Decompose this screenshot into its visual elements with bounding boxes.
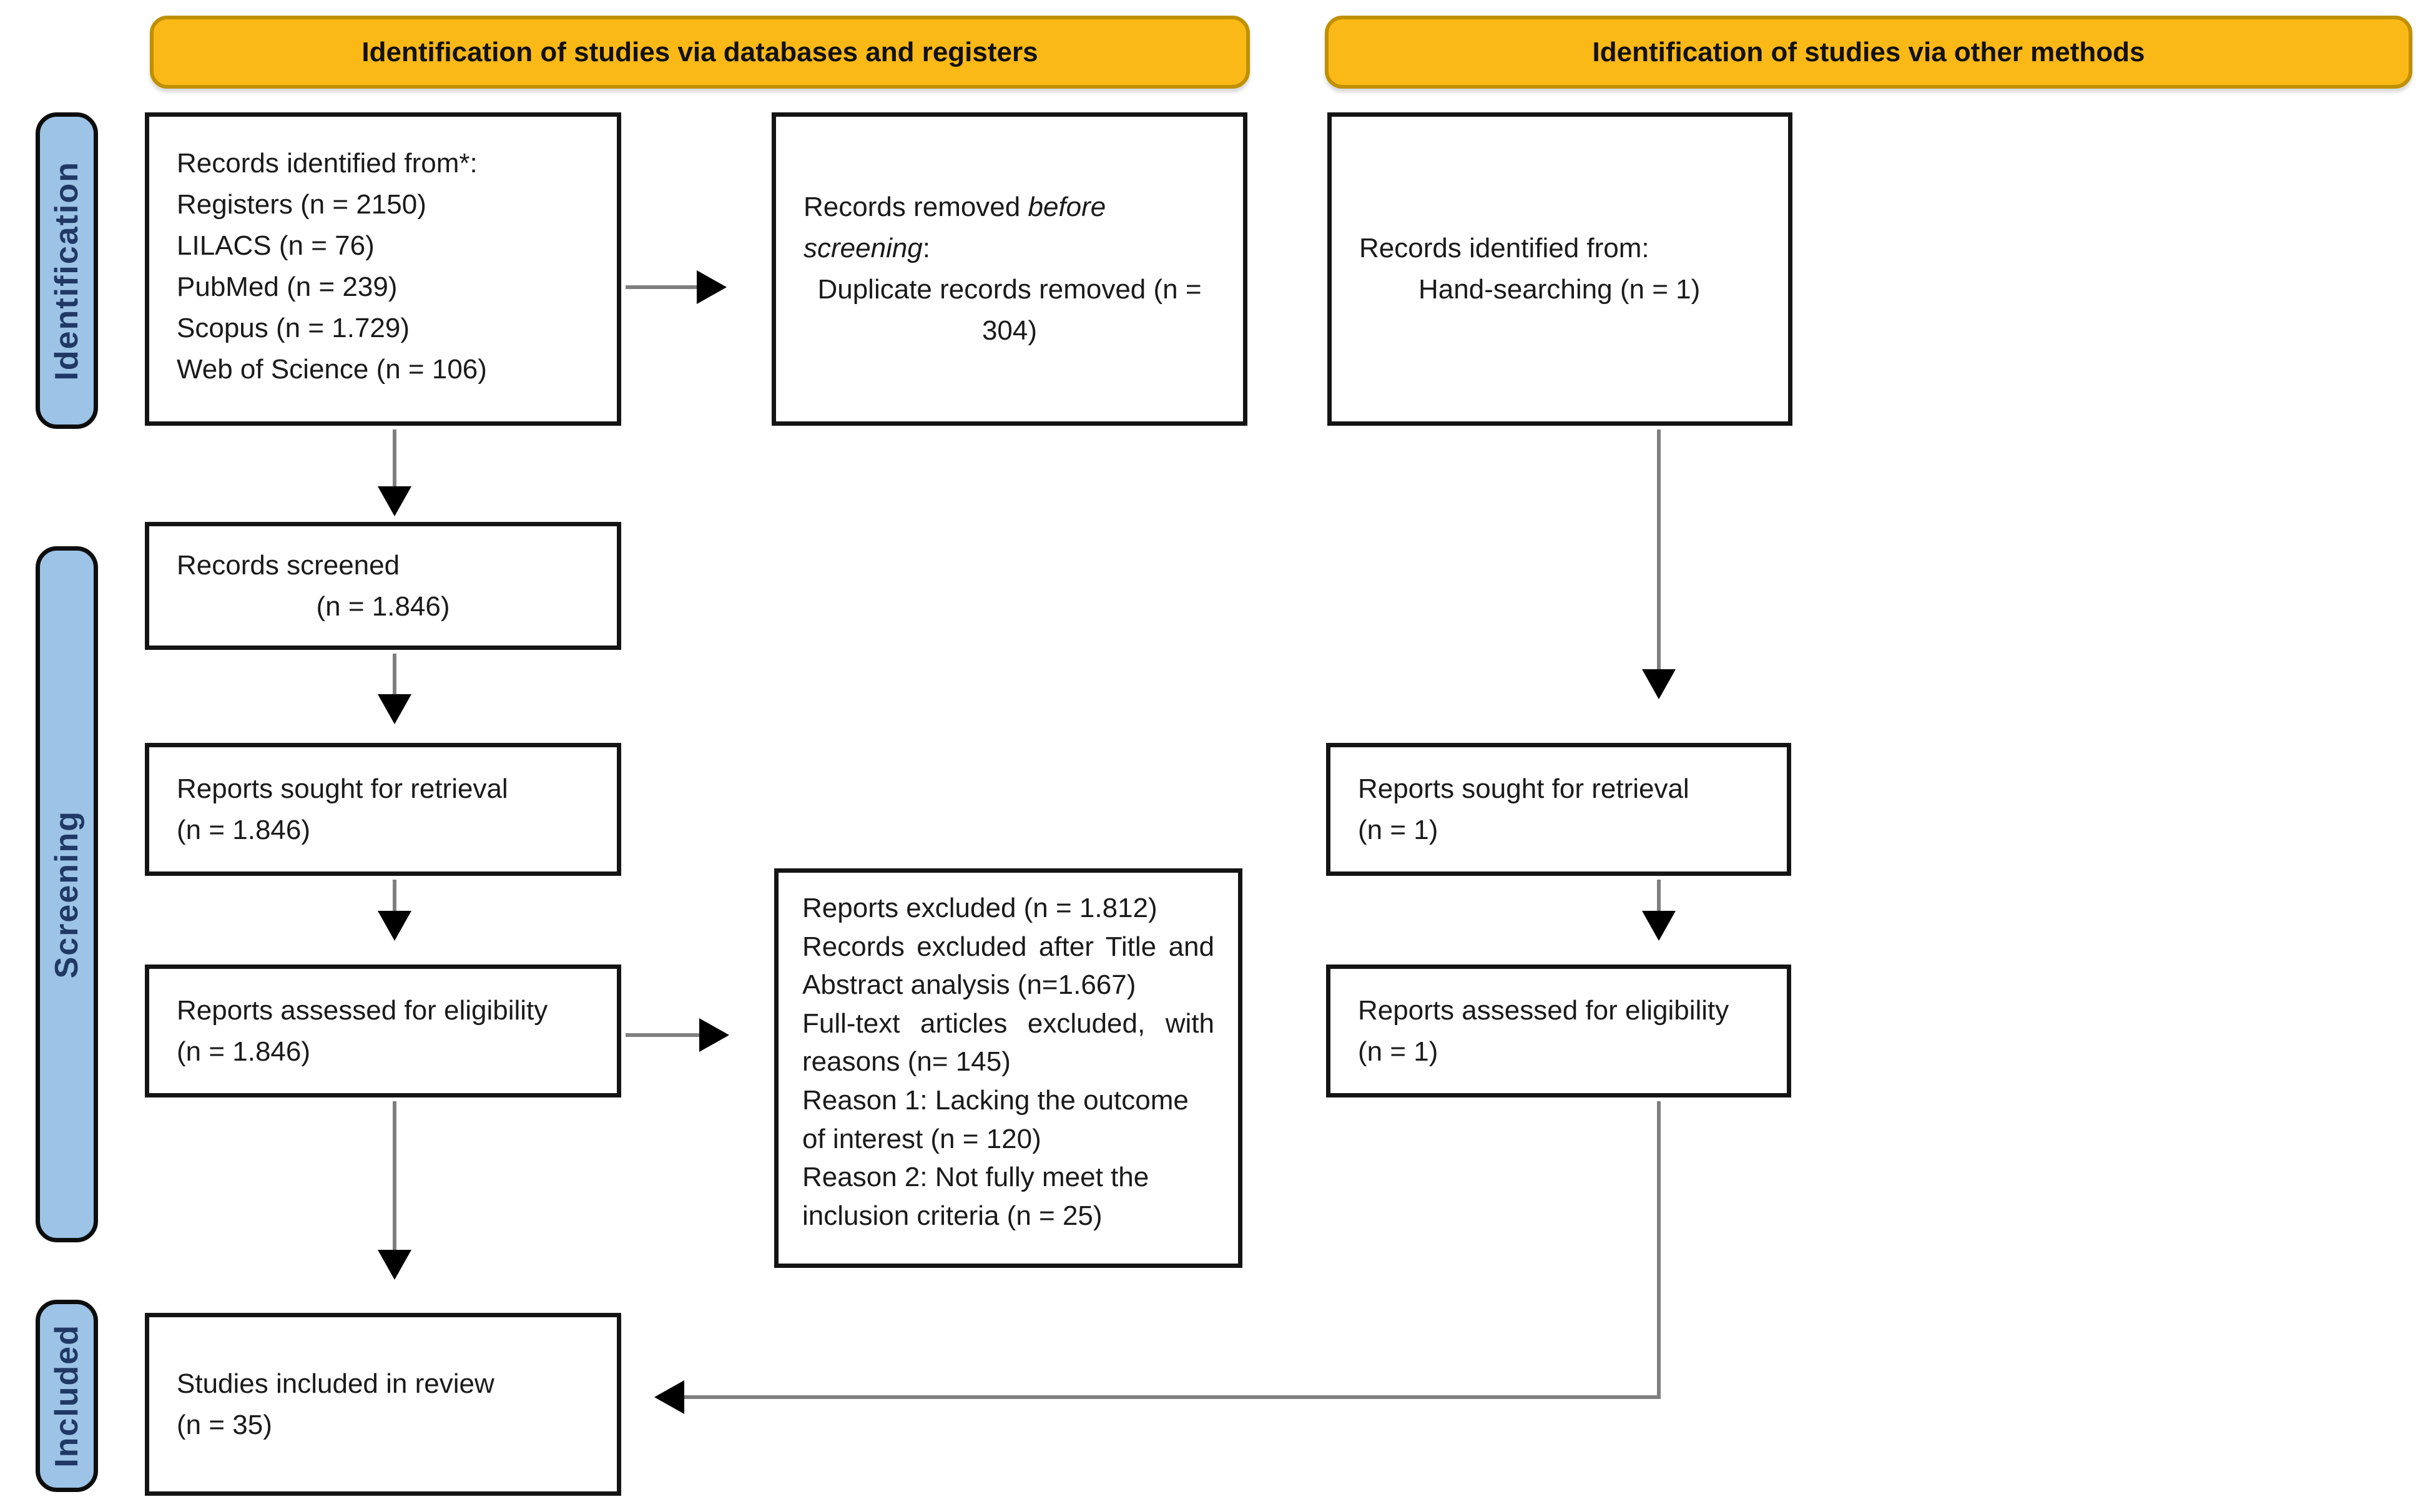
arrow-right-icon — [697, 270, 727, 304]
box-reports-assessed-databases: Reports assessed for eligibility (n = 1.… — [145, 965, 621, 1097]
stage-label-identification-text: Identification — [49, 160, 85, 381]
box-reports-sought-other: Reports sought for retrieval (n = 1) — [1326, 743, 1791, 876]
box-b-intro: Records removed before screening: — [804, 187, 1216, 269]
box-c-line2: Hand-searching (n = 1) — [1418, 274, 1701, 305]
box-f-line2: (n = 1.846) — [177, 1036, 311, 1067]
box-a-line: PubMed (n = 239) — [177, 272, 398, 302]
box-b-intro-pre: Records removed — [804, 192, 1028, 222]
box-h-line2: (n = 1) — [1358, 814, 1438, 845]
box-c-line1: Records identified from: — [1359, 233, 1649, 263]
box-j-line2: (n = 35) — [177, 1409, 272, 1440]
box-e-line1: Reports sought for retrieval — [177, 773, 508, 804]
box-h-line1: Reports sought for retrieval — [1358, 773, 1689, 804]
stage-label-identification: Identification — [36, 112, 98, 429]
box-i-line2: (n = 1) — [1358, 1036, 1438, 1067]
arrow-other-identified-to-sought-shaft — [1657, 430, 1661, 670]
box-b-intro-post: : — [922, 233, 931, 263]
box-g-line: Reports excluded (n = 1.812) — [802, 893, 1157, 923]
arrow-sought-to-assessed-shaft — [393, 880, 396, 912]
arrow-down-icon — [1642, 911, 1676, 941]
arrow-down-icon — [378, 911, 411, 941]
box-g-line: Reason 1: Lacking the outcome of interes… — [802, 1084, 1189, 1154]
box-i-line1: Reports assessed for eligibility — [1358, 994, 1729, 1026]
stage-label-screening-text: Screening — [49, 810, 85, 979]
arrow-other-sought-to-assessed-shaft — [1657, 880, 1661, 912]
stage-label-screening: Screening — [36, 546, 98, 1242]
box-j-line1: Studies included in review — [177, 1368, 494, 1399]
box-g-line: Reason 2: Not fully meet the inclusion c… — [802, 1162, 1149, 1231]
arrow-assessed-to-excluded-shaft — [626, 1033, 700, 1037]
box-a-line: LILACS (n = 76) — [177, 230, 375, 261]
box-records-removed-before-screening: Records removed before screening: Duplic… — [772, 112, 1247, 426]
arrow-down-icon — [378, 1250, 411, 1280]
box-a-line: Scopus (n = 1.729) — [177, 313, 410, 343]
box-a-line: Registers (n = 2150) — [177, 189, 426, 220]
arrow-down-icon — [378, 694, 411, 724]
box-g-line: Records excluded after Title and Abstrac… — [802, 931, 1214, 1001]
banner-other-methods: Identification of studies via other meth… — [1325, 16, 2412, 89]
box-records-identified-databases: Records identified from*: Registers (n =… — [145, 112, 621, 426]
stage-label-included-text: Included — [49, 1324, 85, 1468]
box-g-line: Full-text articles excluded, with reason… — [802, 1008, 1214, 1078]
arrow-other-assessed-to-included-vertical-shaft — [1657, 1101, 1661, 1397]
box-records-identified-other: Records identified from: Hand-searching … — [1327, 112, 1792, 426]
arrow-identified-to-screened-shaft — [393, 430, 396, 487]
box-f-line1: Reports assessed for eligibility — [177, 994, 548, 1026]
arrow-right-icon — [699, 1018, 729, 1052]
banner-databases-registers: Identification of studies via databases … — [150, 16, 1250, 89]
box-a-line: Web of Science (n = 106) — [177, 354, 487, 385]
box-a-line: Records identified from*: — [177, 148, 478, 179]
arrow-down-icon — [1642, 669, 1676, 699]
box-e-line2: (n = 1.846) — [177, 814, 311, 845]
box-reports-sought-databases: Reports sought for retrieval (n = 1.846) — [145, 743, 621, 876]
box-reports-assessed-other: Reports assessed for eligibility (n = 1) — [1326, 965, 1791, 1097]
arrow-screened-to-sought-shaft — [393, 654, 396, 695]
arrow-assessed-to-included-shaft — [393, 1101, 396, 1251]
box-records-screened: Records screened (n = 1.846) — [145, 522, 621, 650]
box-studies-included: Studies included in review (n = 35) — [145, 1313, 621, 1496]
arrow-identified-to-removed-shaft — [626, 285, 698, 289]
arrow-down-icon — [378, 486, 411, 516]
box-b-detail: Duplicate records removed (n = 304) — [817, 274, 1202, 346]
arrow-other-assessed-to-included-horizontal-shaft — [684, 1395, 1661, 1399]
stage-label-included: Included — [36, 1300, 98, 1492]
box-d-line1: Records screened — [177, 549, 400, 581]
box-reports-excluded: Reports excluded (n = 1.812) Records exc… — [774, 868, 1242, 1268]
box-b-intro-italic: before screening — [804, 192, 1106, 263]
arrow-left-icon — [654, 1380, 684, 1414]
box-d-line2: (n = 1.846) — [316, 591, 450, 622]
